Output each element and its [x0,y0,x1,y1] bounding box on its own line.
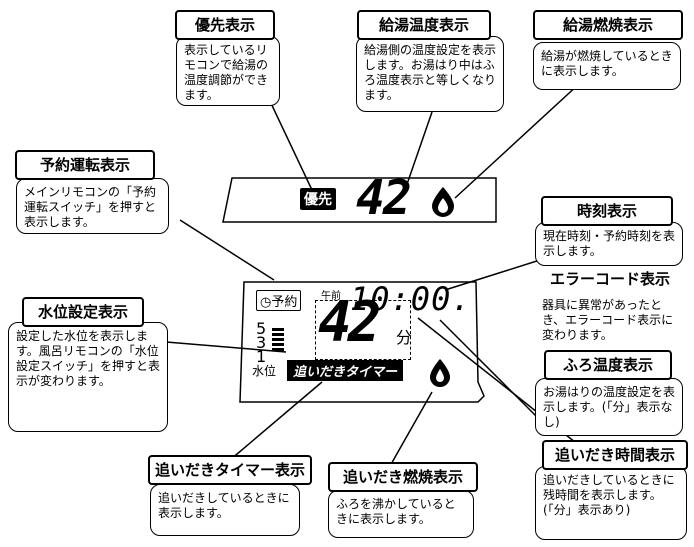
top-display-frame [222,177,497,223]
flame-icon [432,187,454,217]
callout-title: エラーコード表示 [538,266,682,292]
callout-text: 表示しているリモコンで給湯の温度調節ができます。 [176,36,280,106]
callout-text: お湯はりの温度設定を表示します。(「分」表示なし) [535,378,683,436]
callout-title: 給湯燃焼表示 [533,10,683,40]
water-level-label: 水位 [252,364,277,378]
level-3: 3 [256,333,267,352]
bottom-display-frame [239,281,485,403]
callout-title: 水位設定表示 [22,297,144,327]
level-5: 5 [256,319,267,338]
callout-text: 追いだきしているときに表示します。 [150,484,300,536]
callout-text: 器具に異常があったとき、エラーコード表示に変わります。 [535,292,683,348]
callout-title: 予約運転表示 [15,150,155,180]
bath-temp-frame [315,300,411,360]
reservation-label: 予約 [271,295,298,310]
callout-title: 追いだき燃焼表示 [328,462,478,492]
reservation-indicator: ◷予約 [256,290,302,311]
water-level-scale: 5 3 1 [256,319,267,366]
reheat-timer-indicator: 追いだきタイマー [287,360,404,381]
callout-text: メインリモコンの「予約運転スイッチ」を押すと表示します。 [16,178,169,234]
callout-title: 追いだき時間表示 [542,440,688,470]
clock-icon: ◷ [260,295,272,310]
callout-text: ふろを沸かしているときに表示します。 [328,490,474,538]
callout-text: 追いだきしているときに残時間を表示します。(「分」表示あり) [535,466,687,540]
priority-badge: 優先 [300,188,336,210]
hot-water-temp-readout: 42 [356,170,412,226]
level-1: 1 [256,347,267,366]
reheat-flame-icon [430,359,450,387]
callout-title: 優先表示 [175,10,275,40]
minute-unit: 分 [396,328,413,347]
callout-title: 時刻表示 [541,196,673,226]
callout-text: 設定した水位を表示します。風呂リモコンの「水位設定スイッチ」を押すと表示が変わり… [8,322,168,432]
callout-title: 追いだきタイマー表示 [148,455,312,485]
bath-temp-readout: 42 [318,290,381,355]
callout-title: ふろ温度表示 [544,350,672,380]
callout-text: 給湯側の温度設定を表示します。お湯はり中はふろ温度表示と等しくなります。 [356,36,504,112]
callout-text: 現在時刻・予約時刻を表示します。 [535,222,683,266]
callout-title: 給湯温度表示 [357,10,491,40]
water-level-bars [272,328,284,351]
ampm-label: 午前 [321,291,341,302]
callout-text: 給湯が燃焼しているときに表示します。 [533,42,681,90]
